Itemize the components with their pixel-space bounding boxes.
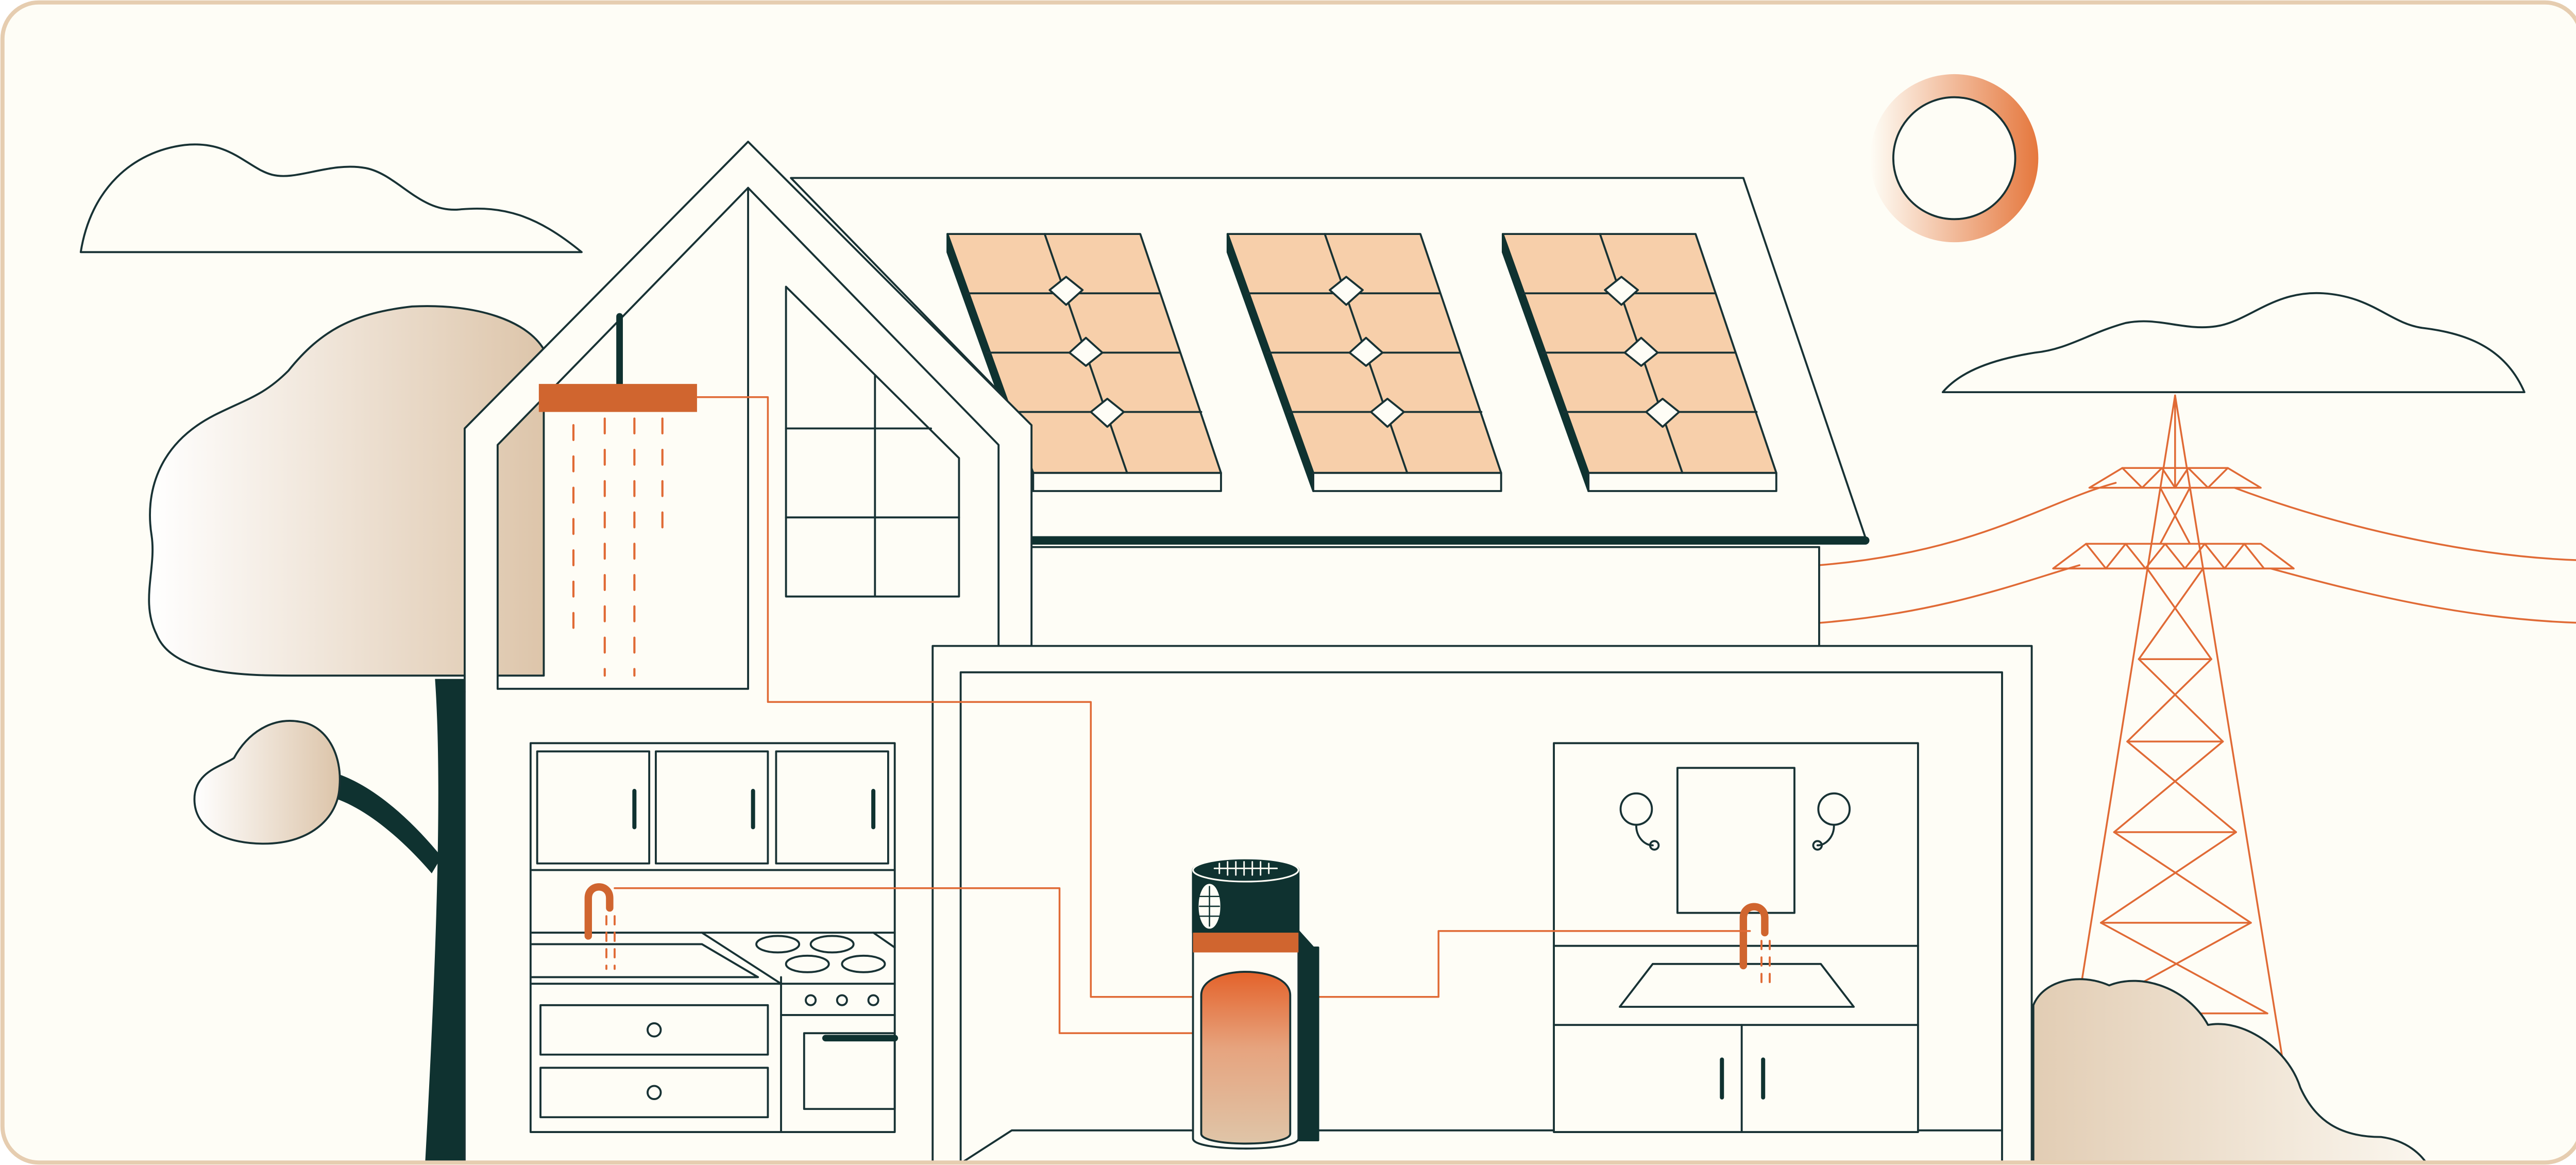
power-tower-icon	[2052, 394, 2295, 1089]
cloud-icon	[79, 143, 583, 254]
solar-panel-icon	[1501, 233, 1777, 492]
faucet-icon	[1739, 903, 1771, 990]
bathroom	[1553, 742, 1919, 1133]
bush	[2032, 978, 2432, 1163]
kitchen	[529, 742, 899, 1133]
hot-water-pipes	[614, 396, 1751, 1034]
attic-window	[785, 285, 960, 598]
cloud-icon	[1941, 292, 2526, 394]
shower-head-icon	[538, 313, 697, 677]
water-heater-tank-icon	[1192, 857, 1319, 1150]
power-lines	[1818, 482, 2576, 624]
faucet-icon	[584, 883, 616, 970]
tree-icon	[148, 305, 545, 1163]
solar-panel-icon	[1226, 233, 1502, 492]
sun-icon	[1870, 74, 2039, 243]
